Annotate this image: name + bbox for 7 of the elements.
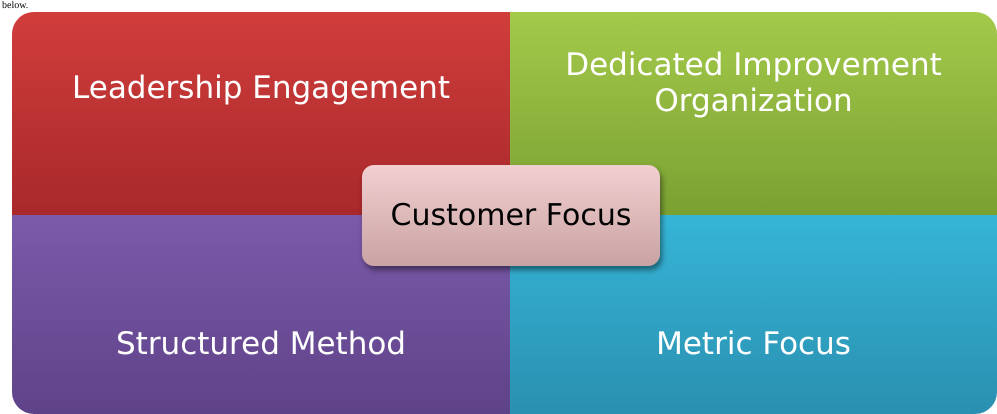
- quadrant-title: Dedicated Improvement Organization: [564, 47, 943, 119]
- quadrant-title: Metric Focus: [656, 326, 851, 362]
- quadrant-title: Structured Method: [116, 326, 406, 362]
- body-text: below.: [2, 0, 28, 11]
- center-box: [362, 165, 660, 266]
- quadrant-title: Customer Focus: [390, 198, 632, 233]
- quadrant-title: Leadership Engagement: [72, 70, 450, 106]
